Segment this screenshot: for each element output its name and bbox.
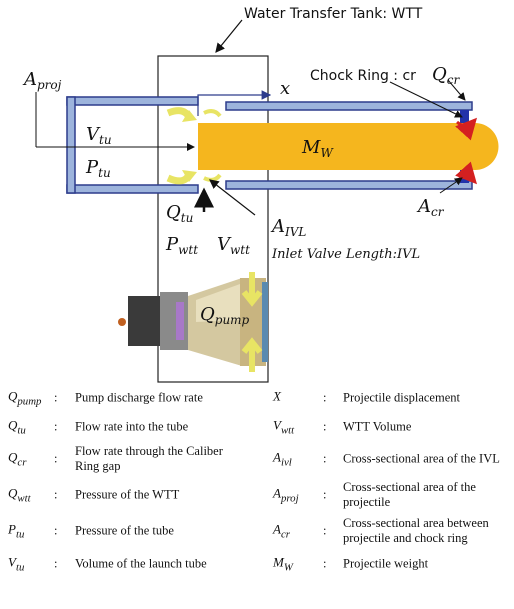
a-cr-arrow: [439, 177, 463, 194]
a-ivl-arrow: [209, 179, 256, 216]
legend-row: Qcr : Flow rate through the Caliber Ring…: [0, 441, 514, 477]
legend-colon: :: [323, 487, 327, 502]
legend-symbol: Ptu: [8, 521, 25, 541]
m-w-label: MW: [301, 137, 334, 160]
legend-symbol: Qcr: [8, 449, 27, 469]
legend-description: Pressure of the WTT: [75, 487, 180, 502]
legend-row: Vtu : Volume of the launch tube MW : Pro…: [0, 549, 514, 578]
legend-colon: :: [54, 487, 58, 502]
legend-description: Pump discharge flow rate: [75, 390, 203, 404]
wtt-title-arrow: [215, 19, 243, 53]
legend-symbol: Vtu: [8, 554, 25, 573]
flow-arrow-inlet-top: [166, 107, 197, 122]
legend-row: Qwtt : Pressure of the WTT Aproj : Cross…: [0, 477, 514, 513]
legend-description: Cross-sectional area of the IVL: [343, 451, 500, 466]
v-tu-label: Vtu: [86, 124, 112, 147]
a-proj-label: Aproj: [22, 69, 62, 92]
p-wtt-label: Pwtt: [165, 234, 198, 257]
q-cr-arrow: [447, 79, 466, 101]
a-ivl-label: AIVL: [270, 216, 306, 239]
legend-colon: :: [323, 419, 327, 433]
legend-description: Flow rate into the tube: [75, 419, 189, 433]
p-tu-label: Ptu: [85, 157, 111, 180]
legend-table: Qpump : Pump discharge flow rate X : Pro…: [0, 383, 514, 578]
legend-description: Cross-sectional area of the projectile: [343, 480, 476, 509]
x-label: x: [280, 78, 290, 99]
legend-symbol: Vwtt: [273, 417, 295, 436]
legend-colon: :: [323, 523, 327, 538]
legend-symbol: Acr: [273, 521, 290, 541]
legend-symbol: Aivl: [273, 449, 292, 469]
legend-symbol: Qpump: [8, 388, 42, 407]
legend-row: Ptu : Pressure of the tube Acr : Cross-s…: [0, 513, 514, 549]
q-cr-label: Qcr: [432, 64, 460, 87]
legend-colon: :: [54, 390, 58, 404]
flow-arrow-tube-bottom: [203, 173, 222, 182]
legend-description: WTT Volume: [343, 419, 412, 433]
flow-arrow-inlet-bottom: [166, 170, 197, 185]
legend-colon: :: [323, 390, 327, 404]
chock-ring-top: [455, 110, 478, 141]
legend-description: Projectile weight: [343, 556, 429, 570]
legend-colon: :: [54, 556, 58, 570]
legend-description: Volume of the launch tube: [75, 556, 207, 570]
legend-colon: :: [54, 523, 58, 538]
legend-row: Qpump : Pump discharge flow rate X : Pro…: [0, 383, 514, 412]
legend-colon: :: [323, 451, 327, 466]
legend-colon: :: [323, 556, 327, 570]
inlet-valve-label: Inlet Valve Length:IVL: [271, 247, 420, 262]
wtt-tank: [157, 55, 269, 383]
pump-image: [118, 272, 268, 372]
legend-colon: :: [54, 419, 58, 433]
legend-description: Pressure of the tube: [75, 523, 174, 538]
a-cr-label: Acr: [416, 196, 445, 219]
legend-description: Cross-sectional area between projectile …: [343, 516, 489, 545]
system-diagram: Water Transfer Tank: WTT Chock Ring : cr…: [22, 6, 499, 383]
legend-symbol: Qwtt: [8, 485, 31, 505]
q-pump-label: Qpump: [200, 304, 250, 327]
x-axis-arrow: [197, 90, 272, 116]
legend-description: Flow rate through the Caliber Ring gap: [75, 444, 223, 473]
q-tu-label: Qtu: [166, 202, 193, 225]
legend-row: Qtu : Flow rate into the tube Vwtt : WTT…: [0, 412, 514, 441]
projectile: [198, 123, 499, 170]
legend-symbol: X: [273, 388, 281, 404]
legend-description: Projectile displacement: [343, 390, 460, 404]
chock-ring-arrow: [389, 81, 463, 118]
v-wtt-label: Vwtt: [217, 234, 250, 257]
legend-symbol: MW: [273, 554, 293, 573]
chock-ring-label: Chock Ring : cr: [310, 68, 416, 84]
legend-symbol: Qtu: [8, 417, 26, 436]
legend-colon: :: [54, 451, 58, 466]
wtt-title: Water Transfer Tank: WTT: [244, 6, 423, 22]
flow-arrow-tube-top: [203, 109, 222, 118]
launch-tube: [225, 101, 473, 190]
legend-symbol: Aproj: [273, 485, 299, 505]
